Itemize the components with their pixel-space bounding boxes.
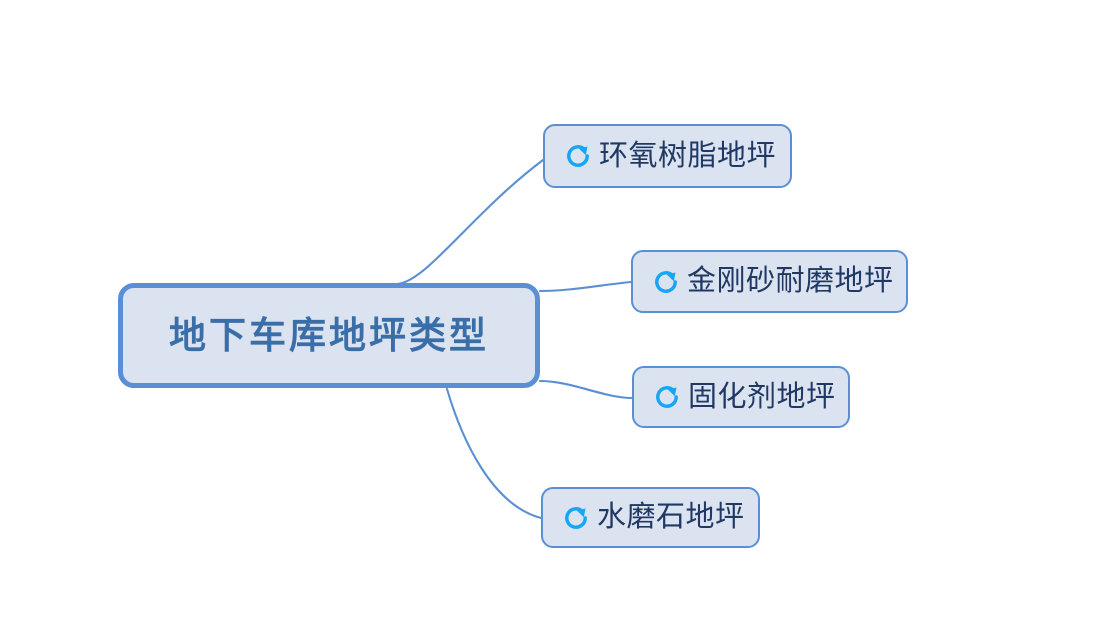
- branch-node-3-content: 固化剂地坪: [634, 380, 856, 413]
- refresh-icon[interactable]: [653, 269, 679, 295]
- refresh-icon[interactable]: [654, 384, 680, 410]
- root-node[interactable]: 地下车库地坪类型: [118, 283, 540, 388]
- branch-node-3[interactable]: 固化剂地坪: [632, 366, 850, 428]
- branch-node-2-label: 金刚砂耐磨地坪: [687, 265, 894, 297]
- refresh-icon[interactable]: [565, 143, 591, 169]
- branch-node-1-content: 环氧树脂地坪: [545, 139, 796, 172]
- connector-root-to-branch-3: [538, 379, 634, 400]
- root-node-label: 地下车库地坪类型: [169, 315, 489, 356]
- connector-root-to-branch-1: [394, 158, 545, 286]
- refresh-icon[interactable]: [563, 505, 589, 531]
- branch-node-4-content: 水磨石地坪: [543, 503, 765, 532]
- branch-node-4[interactable]: 水磨石地坪: [541, 487, 760, 548]
- branch-node-1-label: 环氧树脂地坪: [599, 139, 777, 172]
- branch-node-3-label: 固化剂地坪: [688, 380, 836, 413]
- connector-root-to-branch-4: [445, 387, 543, 520]
- branch-node-2-content: 金刚砂耐磨地坪: [633, 267, 914, 296]
- connector-root-to-branch-2: [538, 280, 633, 293]
- branch-node-1[interactable]: 环氧树脂地坪: [543, 124, 792, 188]
- branch-node-4-label: 水磨石地坪: [597, 501, 745, 533]
- branch-node-2[interactable]: 金刚砂耐磨地坪: [631, 250, 908, 313]
